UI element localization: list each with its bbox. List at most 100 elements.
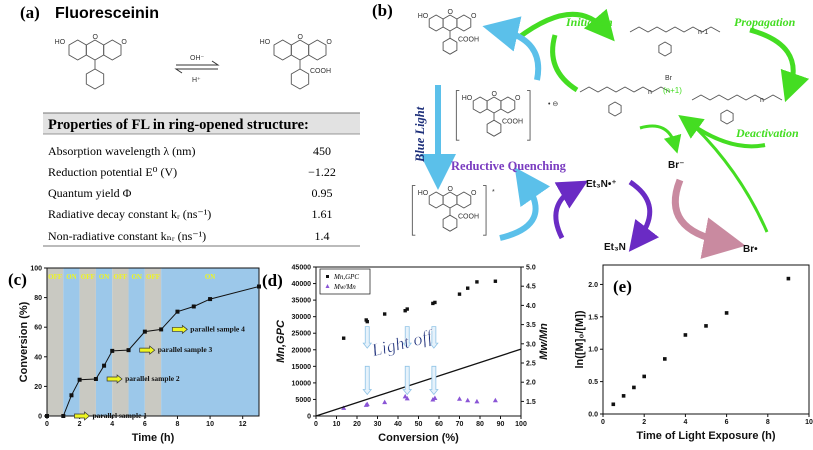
bromine-end-label: Br [665,75,673,82]
x-tick-label: 8 [766,419,770,426]
data-point [632,385,636,390]
y2-tick-label: 2.0 [526,380,536,387]
pdi-point [382,399,388,405]
property-name: Absorption wavelength λ (nm) [48,144,195,158]
arrow-icon [171,324,188,335]
x-tick-label: 60 [435,421,443,428]
x-tick-label: 30 [374,421,382,428]
et3n-label: Et₃N [604,242,626,253]
deactivation-return-arrow [688,120,769,233]
data-point [683,333,688,337]
pdi-point [457,396,462,401]
ho-label: HO [462,95,473,102]
theoretical-line [315,348,522,417]
data-point [45,414,49,418]
x-tick-label: 0 [45,421,49,428]
data-point [126,348,131,353]
y-tick-label: 40000 [292,281,312,288]
propagation-label: Propagation [734,15,796,29]
data-point [102,363,107,368]
y-tick-label: 2.0 [588,282,598,289]
mn-point [341,336,346,340]
n-plus-1-label: (n+1) [663,86,682,95]
ring [428,191,444,209]
ring [500,96,516,114]
carbonyl-oxygen-label: O [471,190,477,197]
y-tick-label: 20000 [292,347,312,354]
y-tick-label: 25000 [292,331,312,338]
y-tick-label: 10000 [292,380,312,387]
plot-frame [602,264,810,415]
down-arrow-icon [402,365,413,396]
polymer-backbone [629,26,721,33]
ho-label: HO [55,39,66,46]
y-tick-label: 35000 [292,298,312,305]
x-tick-label: 6 [725,419,729,426]
property-name: Quantum yield Φ [48,186,132,200]
bracket-right [527,90,531,141]
band-label: ON [205,273,216,281]
y-tick-label: 45000 [292,265,312,272]
up-arrow-icon [429,326,439,349]
bracket-left [411,185,416,236]
x-tick-label: 4 [110,421,114,428]
x-tick-label: 70 [456,421,464,428]
legend-marker-triangle [325,284,330,288]
mn-point [405,307,409,311]
light-band-on [63,268,80,416]
data-point [642,374,646,379]
x-tick-label: 10 [333,421,341,428]
annotation-label: parallel sample 4 [190,324,245,333]
mn-point [457,292,462,296]
h-plus-label: H⁺ [192,77,201,84]
x-tick-label: 50 [415,421,423,428]
br-oxidation-arrow [671,178,746,259]
ring [85,39,105,61]
annotation-label: parallel sample 2 [125,374,180,383]
property-value: 450 [313,144,331,158]
et3n-regeneration-arrow [628,179,660,252]
br-anion-label: Br⁻ [668,160,684,171]
x-tick-label: 20 [353,421,361,428]
y-tick-label: 0 [38,414,42,421]
mn-point [431,301,435,306]
data-point [611,402,616,407]
phenyl-ring [720,109,734,125]
y-tick-label: 15000 [292,364,312,371]
band-label: OFF [81,273,95,281]
x-tick-label: 90 [497,421,505,428]
x-tick-label: 10 [206,421,214,428]
pendant-ring [290,68,310,90]
repeat-index: n [648,89,652,96]
band-label: OFF [146,273,160,281]
light-band-off [112,268,129,416]
x-tick-label: 6 [143,421,147,428]
panel-label: (e) [613,277,632,296]
x-tick-label: 100 [515,421,527,428]
mn-point [365,319,369,324]
ring [486,96,502,114]
cooh-label: COOH [458,36,479,43]
table-row: Non-radiative constant kₙᵣ (ns⁻¹)1.4 [48,229,330,243]
ring-oxygen-label: O [298,34,304,41]
bracket-right [483,185,487,236]
pendant-ring [486,119,502,137]
x-tick-label: 2 [642,419,646,426]
properties-table: Properties of FL in ring-opened structur… [43,112,360,247]
reductive-quenching-label: Reductive Quenching [451,159,567,173]
up-arrow-icon [362,326,373,349]
blue-light-label: Blue Light [413,106,427,163]
band-label: OFF [48,273,62,281]
pdi-point [364,401,370,407]
y-tick-label: 80 [34,295,42,302]
x-axis-label: Conversion (%) [378,432,459,444]
y-axis-label: ln([M]₀/[M]) [574,310,586,368]
carbonyl-oxygen-label: O [121,39,127,46]
data-point [77,377,82,382]
ho-label: HO [418,13,429,20]
